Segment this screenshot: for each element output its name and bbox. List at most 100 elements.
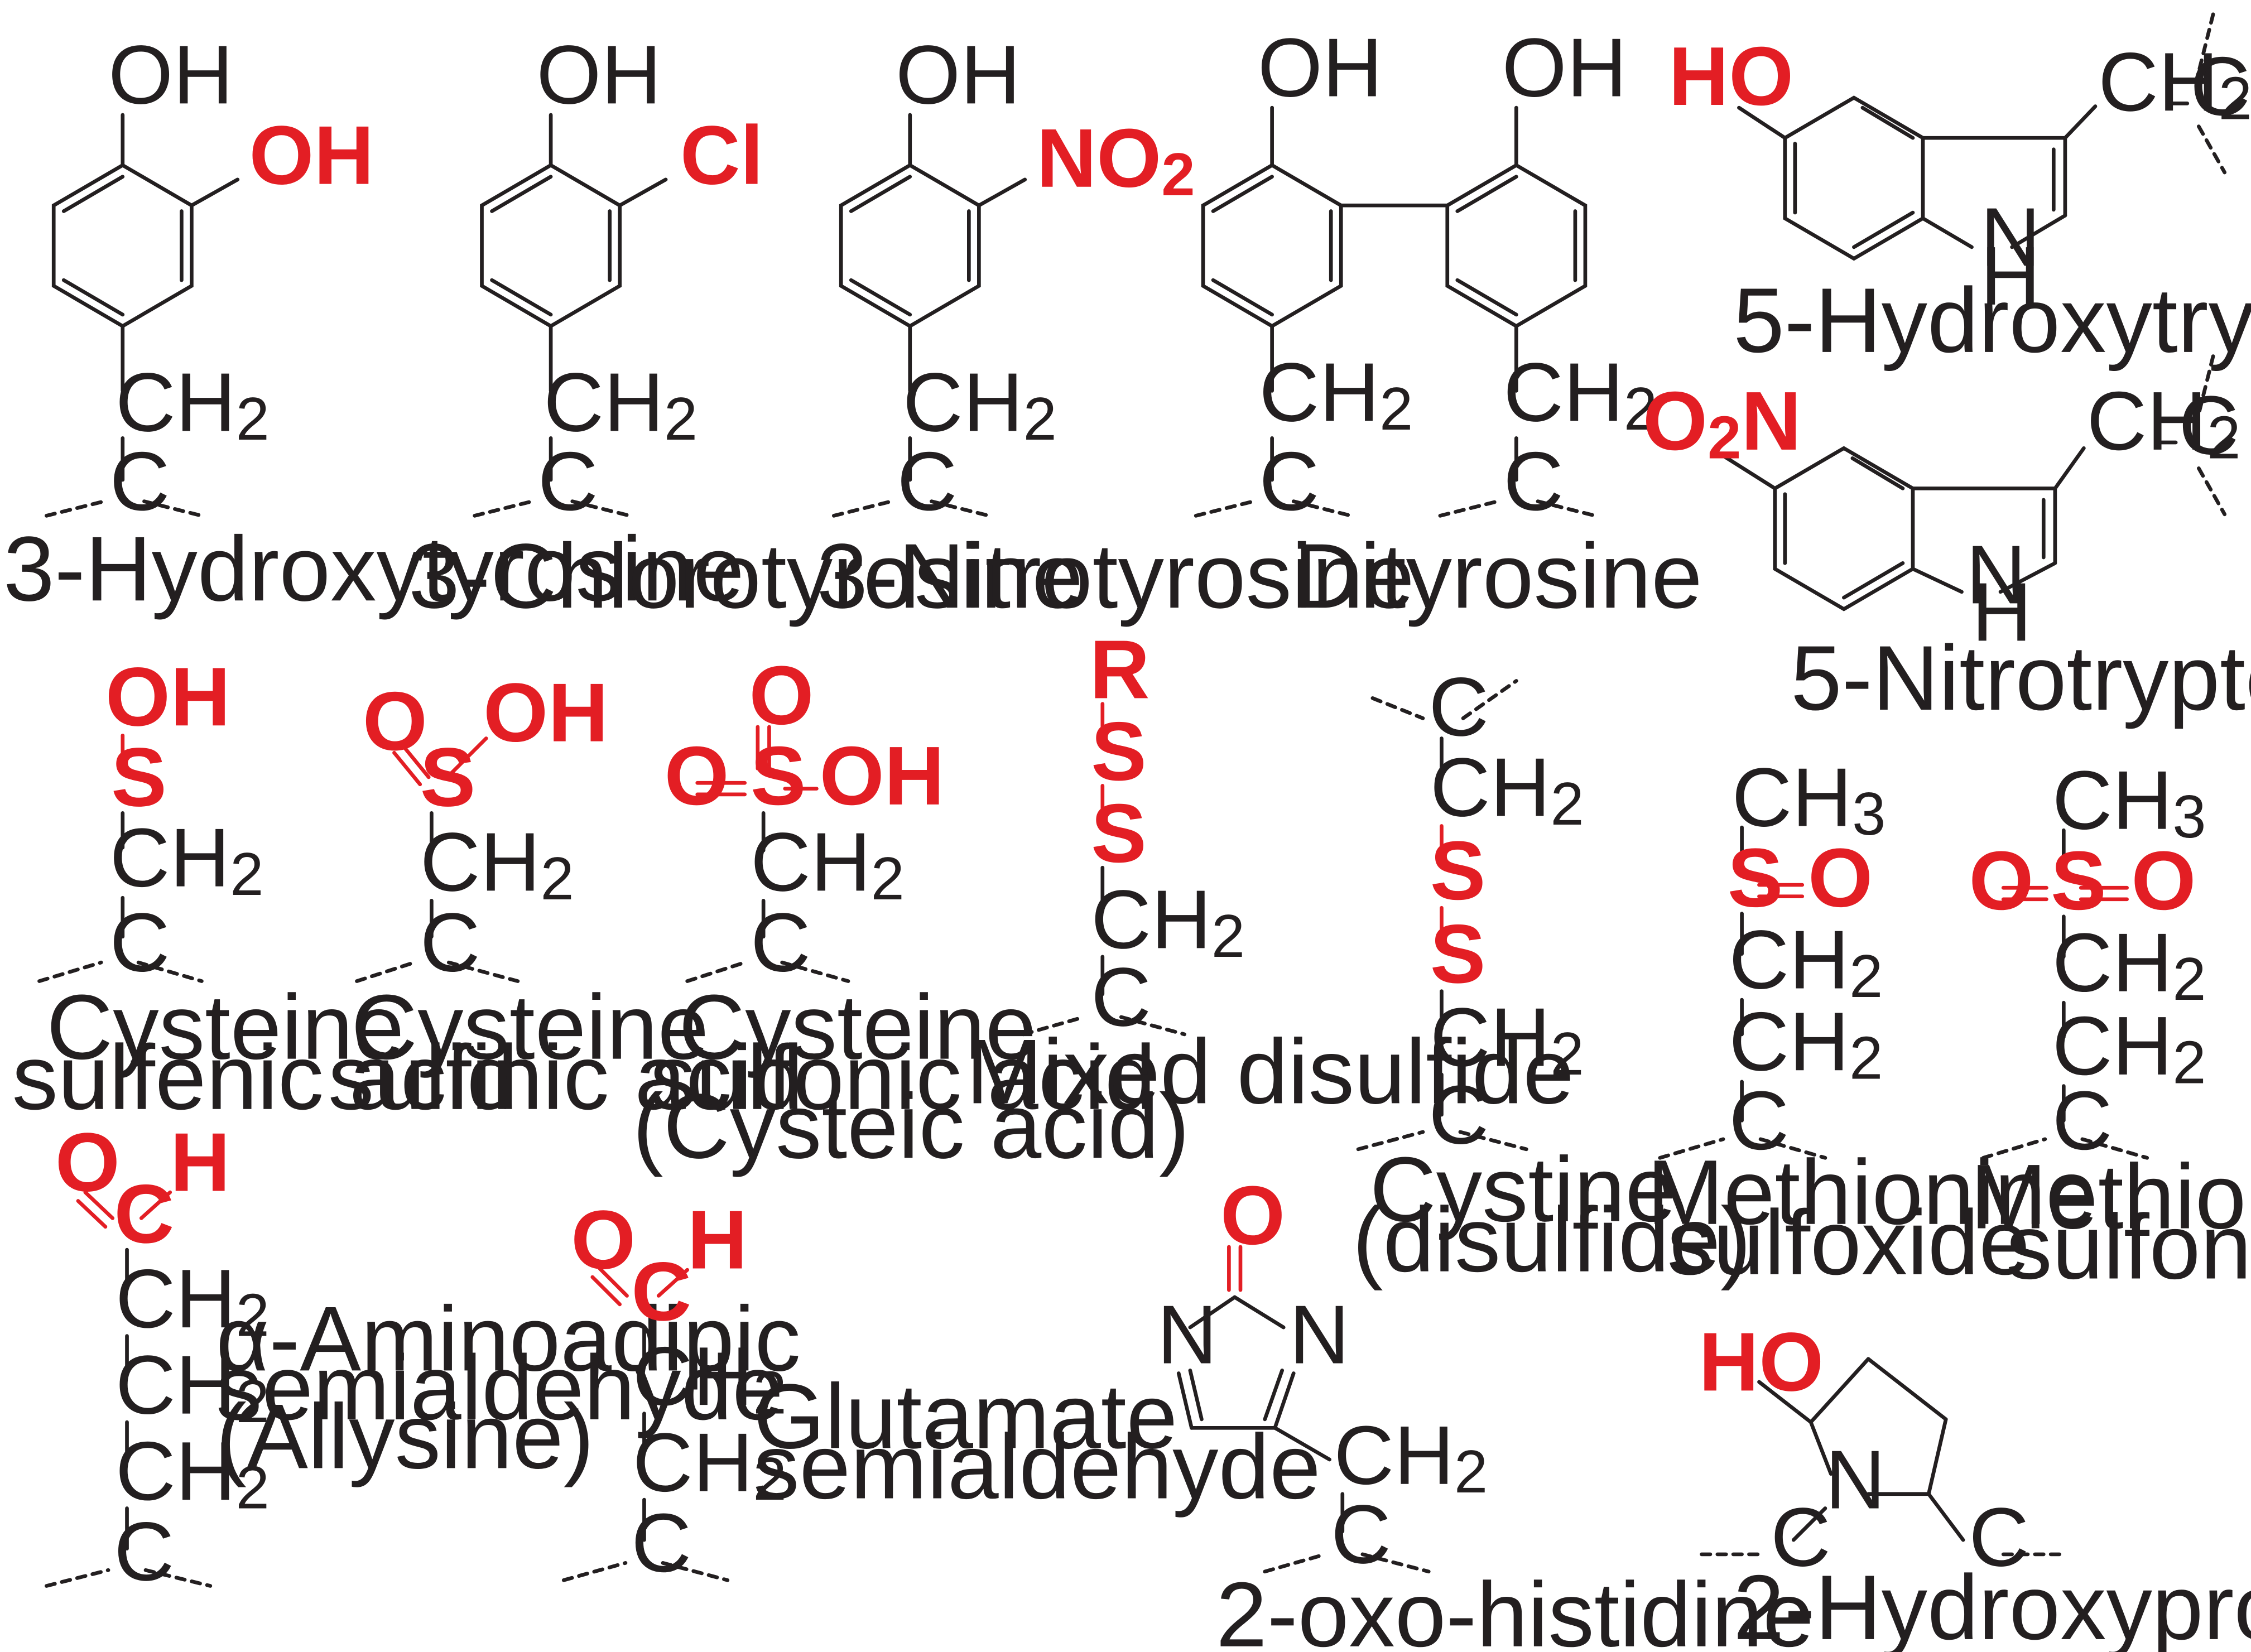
structure-name: Mixed disulfide (966, 1020, 1574, 1123)
oh-atom: OH (896, 28, 1021, 121)
bonds (1718, 354, 2227, 611)
nh-hydrogen: H (1972, 565, 2032, 658)
cl-atom-modified: Cl (680, 109, 763, 202)
structure-name-line: sulfonic acid (650, 1026, 1156, 1129)
ch2-group: CH2 (1430, 990, 1584, 1087)
structure-cysteine-sulfinic-acid: O OH S CH2 C Cysteine sulfinic acid (328, 666, 804, 1129)
structure-name: 2-oxo-histidine (1216, 1563, 1814, 1652)
structure-name-line: (Allysine) (216, 1385, 594, 1487)
ch2-group: CH2 (543, 355, 698, 452)
structure-name-line: Glutamate (753, 1365, 1177, 1467)
nh-nitrogen: N (1966, 528, 2026, 621)
alpha-carbon: C (1331, 1487, 1391, 1581)
nitrogen-atom: N (1290, 1288, 1350, 1381)
structure-cysteine-sulfenic-acid: OH S CH2 C Cysteine sulfenic acid (12, 650, 518, 1128)
alpha-carbon: C (1729, 1074, 1789, 1167)
nh-nitrogen: N (1980, 190, 2041, 283)
sulfur-atom-modified: S (1728, 831, 1783, 924)
sulfur-atom-modified: S (2051, 834, 2106, 927)
alpha-carbon: C (538, 435, 598, 528)
ch2-group: CH2 (116, 1338, 270, 1435)
structure-name-line: Methionine (1647, 1141, 2097, 1244)
structure-name: 3-Hydroxytyrosine (3, 517, 744, 620)
structure-cystine: C CH2 S S CH2 C Cystine (disulfide) (1353, 660, 1751, 1290)
ch2-group: CH2 (2098, 35, 2251, 132)
ch2-group: CH2 (751, 815, 905, 912)
ch2-group: CH2 (2052, 916, 2206, 1013)
ch2-group: CH2 (1430, 740, 1584, 837)
oxygen-atom-modified: O (55, 1115, 120, 1208)
alpha-carbon: C (420, 896, 480, 989)
ch2-group: CH2 (903, 355, 1057, 452)
ch2-group: CH2 (2052, 999, 2206, 1096)
bonds (1700, 1357, 2069, 1557)
ch2-group: CH2 (1091, 873, 1245, 969)
structure-name-line: sulfoxide (1667, 1191, 2030, 1294)
bonds (1021, 702, 1186, 1037)
bonds (37, 733, 204, 983)
ch2-group: CH2 (110, 811, 264, 908)
bonds (1176, 1245, 1431, 1574)
ho-atom-modified: HO (1668, 30, 1793, 123)
structure-3-chlorotyrosine: OH Cl CH2 C 3-Chlorotyrosine (408, 28, 1083, 627)
oxygen-atom-modified: O (1969, 834, 2033, 927)
sulfur-atom-modified: S (1091, 705, 1147, 798)
oxygen-atom-modified: O (1220, 1169, 1285, 1262)
oxygen-atom-modified: O (664, 729, 729, 822)
no2-group-modified: NO2 (1036, 112, 1195, 208)
structure-name: 3-Chlorotyrosine (408, 524, 1083, 627)
oh-atom-modified: OH (249, 109, 374, 202)
bonds (44, 113, 240, 518)
structure-name: 5-Hydroxytryptophan (1733, 269, 2251, 372)
alpha-carbon: C (1771, 1491, 1831, 1584)
nh-hydrogen: H (1980, 229, 2041, 322)
carbonyl-carbon-modified: C (631, 1245, 691, 1338)
ch2-group: CH2 (1334, 1409, 1488, 1505)
oh-atom: OH (536, 28, 661, 121)
ch2-group: CH2 (2087, 374, 2241, 471)
bonds (44, 1190, 213, 1588)
structure-name-line: Methionine (1970, 1145, 2251, 1248)
ch2-group: CH2 (1729, 995, 1883, 1091)
alpha-carbon: C (897, 435, 958, 528)
oh-atom: OH (108, 28, 233, 121)
structure-cysteine-sulfonic-acid: O O S OH CH2 C Cysteine sulfonic acid (C… (633, 649, 1190, 1178)
alpha-carbon: C (114, 1505, 174, 1598)
structure-name: Dityrosine (1293, 524, 1702, 627)
structure-name-line: sulfone (2006, 1196, 2251, 1298)
r-group-modified: R (1090, 623, 1150, 716)
structure-name-line: (disulfide) (1353, 1188, 1751, 1291)
alpha-carbon: C (2052, 1074, 2113, 1167)
structure-name-line: Cysteine (679, 976, 1036, 1078)
ho-atom-modified: HO (1699, 1315, 1824, 1408)
oh-atom-modified: OH (483, 666, 608, 759)
ch3-group: CH3 (2052, 754, 2206, 850)
bonds (473, 113, 668, 518)
structure-name-line: (Cysteic acid) (633, 1075, 1190, 1177)
structure-3-nitrotyrosine: OH NO2 CH2 C 3-Nitrotyrosine (816, 28, 1414, 627)
bonds (355, 736, 520, 983)
bonds (831, 113, 1027, 518)
structure-name: 3-Nitrotyrosine (816, 524, 1414, 627)
sulfur-atom-modified: S (1430, 907, 1486, 1000)
ch2-group: CH2 (1503, 345, 1657, 442)
structure-dityrosine: OH OH CH2 CH2 C C Dityrosine (1194, 21, 1702, 627)
sulfur-atom-modified: S (1430, 824, 1486, 917)
structure-name-line: Cystine (1370, 1138, 1676, 1241)
oxygen-atom-modified: O (1808, 831, 1873, 924)
alpha-carbon: C (2190, 40, 2250, 133)
oh-atom: OH (1258, 21, 1383, 114)
structure-name: 5-Nitrotryptophan (1791, 627, 2251, 729)
oh-atom-modified: OH (820, 729, 945, 822)
bonds (685, 725, 850, 983)
structure-allysine: O H C CH2 CH2 CH2 C α-Aminoadipic semial… (44, 1115, 801, 1598)
structure-name-line: Cysteine (351, 976, 709, 1078)
structure-5-nitrotryptophan: O2N N H CH2 C 5-Nitrotryptophan (1643, 354, 2251, 729)
nitrogen-atom: N (1825, 1433, 1886, 1526)
alpha-carbon: C (751, 896, 811, 989)
oxygen-atom-modified: O (2131, 834, 2196, 927)
structure-3-hydroxytyrosine: OH OH CH2 C 3-Hydroxytyrosine (3, 28, 744, 620)
alpha-carbon: C (1259, 435, 1319, 528)
bonds (1356, 679, 1528, 1152)
